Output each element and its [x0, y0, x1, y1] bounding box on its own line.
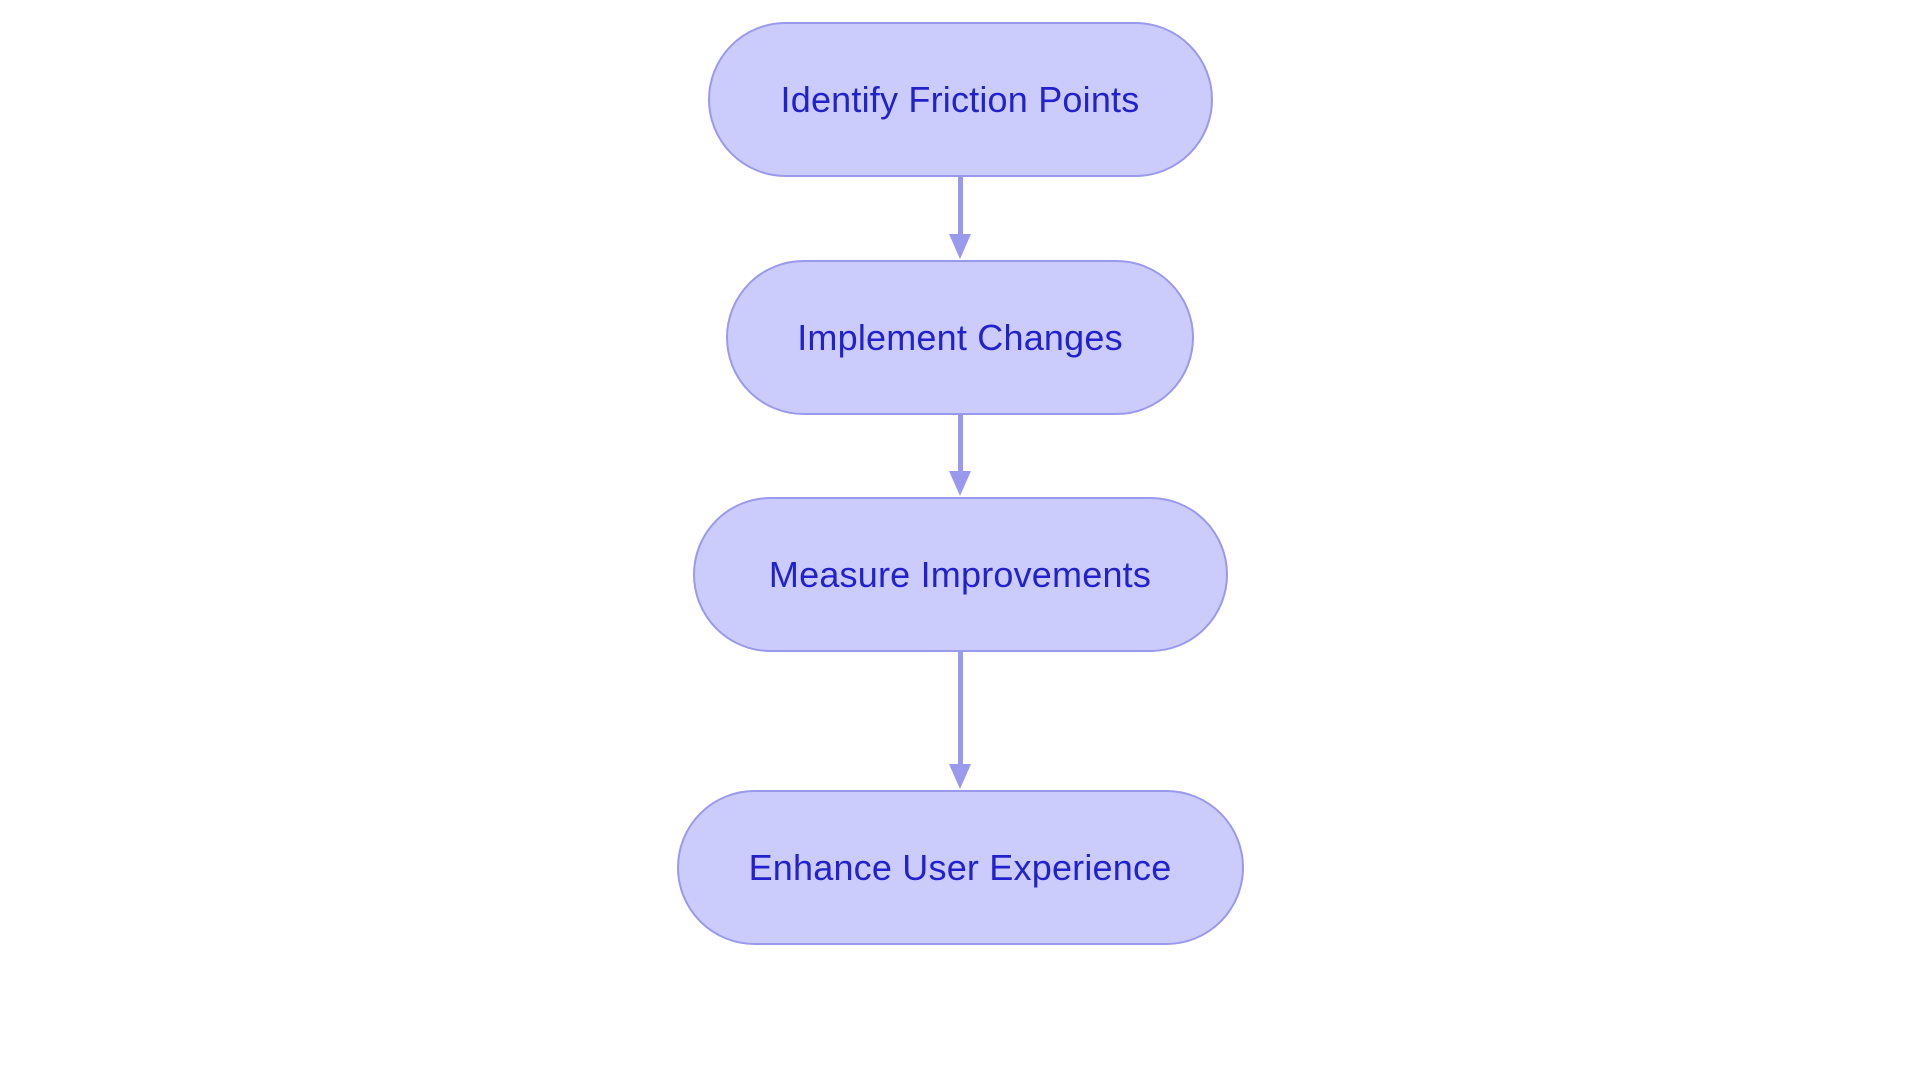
- flow-node-identify-friction-points[interactable]: Identify Friction Points: [707, 22, 1213, 177]
- flow-arrow-identify-to-implement: [948, 177, 972, 260]
- arrow-stem: [957, 177, 963, 235]
- flow-node-label: Measure Improvements: [768, 553, 1152, 595]
- arrow-head-down-icon: [949, 234, 971, 259]
- flow-node-label: Enhance User Experience: [748, 846, 1172, 888]
- flow-arrow-measure-to-enhance: [948, 652, 972, 790]
- flow-arrow-implement-to-measure: [948, 415, 972, 497]
- arrow-stem: [957, 415, 963, 472]
- flow-node-implement-changes[interactable]: Implement Changes: [726, 260, 1194, 415]
- flow-node-label: Implement Changes: [797, 316, 1123, 358]
- arrow-stem: [957, 652, 963, 765]
- arrow-head-down-icon: [949, 764, 971, 789]
- flow-node-enhance-user-experience[interactable]: Enhance User Experience: [676, 790, 1244, 945]
- arrow-head-down-icon: [949, 471, 971, 496]
- flow-node-measure-improvements[interactable]: Measure Improvements: [692, 497, 1228, 652]
- flow-node-label: Identify Friction Points: [780, 78, 1140, 120]
